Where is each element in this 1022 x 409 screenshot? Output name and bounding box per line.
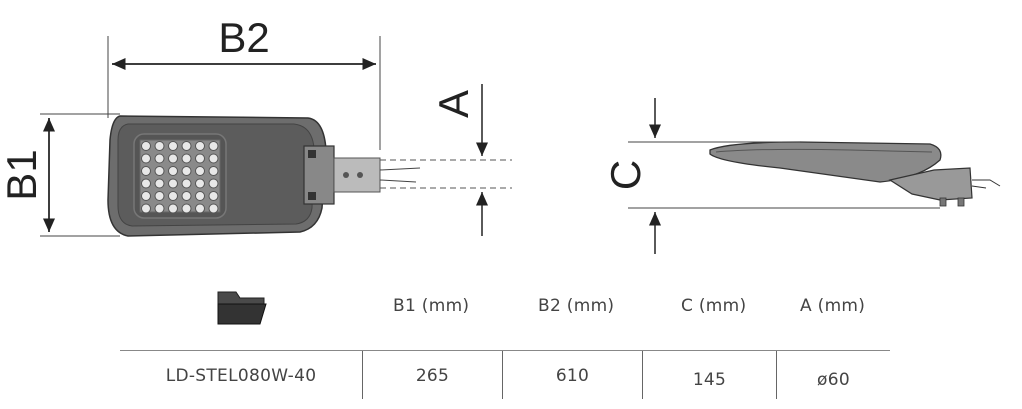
led-icon bbox=[141, 191, 151, 201]
led-icon bbox=[168, 203, 178, 214]
header-a: A (mm) bbox=[800, 296, 866, 316]
led-icon bbox=[208, 153, 219, 164]
model-code: LD-STEL080W-40 bbox=[165, 366, 317, 386]
led-icon bbox=[154, 203, 165, 214]
led-icon bbox=[168, 191, 178, 201]
value-b2: 610 bbox=[555, 366, 590, 386]
led-icon bbox=[154, 178, 165, 189]
c-dimension: C bbox=[602, 98, 940, 254]
value-b1: 265 bbox=[415, 366, 450, 386]
led-icon bbox=[195, 191, 205, 201]
led-array bbox=[141, 141, 219, 214]
cell-divider bbox=[362, 351, 363, 399]
led-icon bbox=[154, 191, 165, 201]
led-icon bbox=[208, 203, 219, 214]
led-icon bbox=[181, 166, 192, 176]
header-b1: B1 (mm) bbox=[393, 296, 470, 316]
led-icon bbox=[168, 153, 178, 164]
led-icon bbox=[208, 178, 219, 189]
folder-icon bbox=[217, 291, 267, 325]
led-icon bbox=[141, 153, 151, 164]
led-icon bbox=[195, 153, 205, 164]
led-icon bbox=[181, 153, 192, 164]
led-icon bbox=[181, 178, 192, 189]
led-icon bbox=[181, 203, 192, 214]
led-icon bbox=[141, 203, 151, 214]
cell-divider bbox=[502, 351, 503, 399]
led-icon bbox=[181, 191, 192, 201]
header-c: C (mm) bbox=[681, 296, 747, 316]
led-icon bbox=[141, 141, 151, 151]
luminaire-side-view bbox=[709, 141, 1001, 207]
c-label: C bbox=[602, 160, 649, 190]
led-icon bbox=[168, 178, 178, 189]
luminaire-top-view bbox=[107, 115, 421, 237]
a-label: A bbox=[430, 90, 477, 118]
a-dimension: A bbox=[380, 84, 512, 236]
b1-dimension: B1 bbox=[0, 113, 120, 237]
led-icon bbox=[195, 166, 205, 176]
led-icon bbox=[168, 141, 178, 151]
b2-dimension: B2 bbox=[107, 14, 381, 150]
value-a: ø60 bbox=[817, 370, 850, 390]
led-icon bbox=[195, 203, 205, 214]
led-icon bbox=[141, 166, 151, 176]
table-rule bbox=[120, 350, 890, 351]
led-icon bbox=[141, 178, 151, 189]
header-b2: B2 (mm) bbox=[538, 296, 615, 316]
led-icon bbox=[208, 141, 219, 151]
led-icon bbox=[195, 178, 205, 189]
b2-label: B2 bbox=[218, 14, 269, 61]
led-icon bbox=[208, 166, 219, 176]
led-icon bbox=[208, 191, 219, 201]
cell-divider bbox=[776, 351, 777, 399]
value-c: 145 bbox=[692, 370, 727, 390]
led-icon bbox=[154, 166, 165, 176]
led-icon bbox=[195, 141, 205, 151]
led-icon bbox=[154, 141, 165, 151]
cell-divider bbox=[642, 351, 643, 399]
led-icon bbox=[154, 153, 165, 164]
b1-label: B1 bbox=[0, 149, 45, 200]
led-icon bbox=[181, 141, 192, 151]
led-icon bbox=[168, 166, 178, 176]
